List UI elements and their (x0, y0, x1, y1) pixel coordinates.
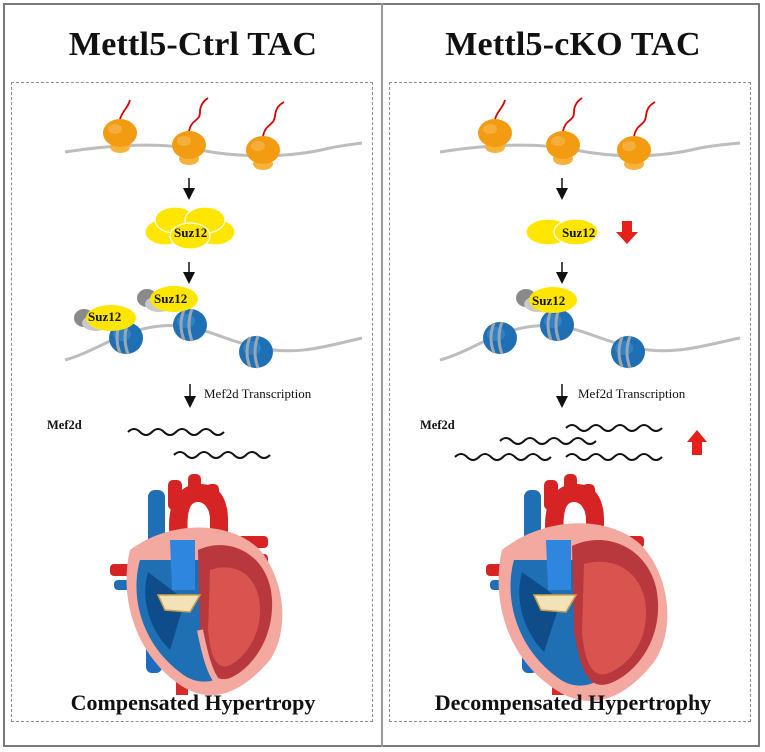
left-suz12-complex (144, 206, 236, 250)
left-gene-label: Mef2d (47, 418, 82, 432)
left-suz12-label: Suz12 (174, 225, 208, 240)
left-transcription-label: Mef2d Transcription (204, 386, 312, 401)
panel-divider (381, 3, 383, 747)
right-caption: Decompensated Hypertrophy (434, 690, 712, 715)
left-mrna-strand (64, 141, 363, 158)
left-caption: Compensated Hypertropy (70, 690, 316, 715)
right-suz12-label-2: Suz12 (532, 293, 566, 308)
right-suz12-label: Suz12 (562, 225, 596, 240)
left-chromatin (64, 286, 363, 370)
right-suz12-complex (525, 218, 599, 246)
left-title: Mettl5-Ctrl TAC (68, 26, 318, 63)
heart-icon (486, 474, 668, 701)
heart-icon (110, 474, 283, 696)
right-chromatin (439, 287, 741, 370)
right-panel (389, 82, 751, 722)
right-mef2d-transcripts (454, 424, 663, 461)
right-transcription-label: Mef2d Transcription (578, 386, 686, 401)
left-ribosome (103, 97, 285, 170)
right-title: Mettl5-cKO TAC (445, 26, 701, 63)
left-suz12-label-3: Suz12 (154, 291, 188, 306)
left-mef2d-transcripts (127, 428, 271, 459)
red-up-arrow-icon (687, 430, 707, 455)
right-gene-label: Mef2d (420, 418, 455, 432)
red-down-arrow-icon (616, 221, 638, 244)
left-panel (11, 82, 373, 722)
right-mrna-strand (439, 141, 741, 158)
right-ribosome (478, 97, 656, 170)
left-suz12-label-2: Suz12 (88, 309, 122, 324)
